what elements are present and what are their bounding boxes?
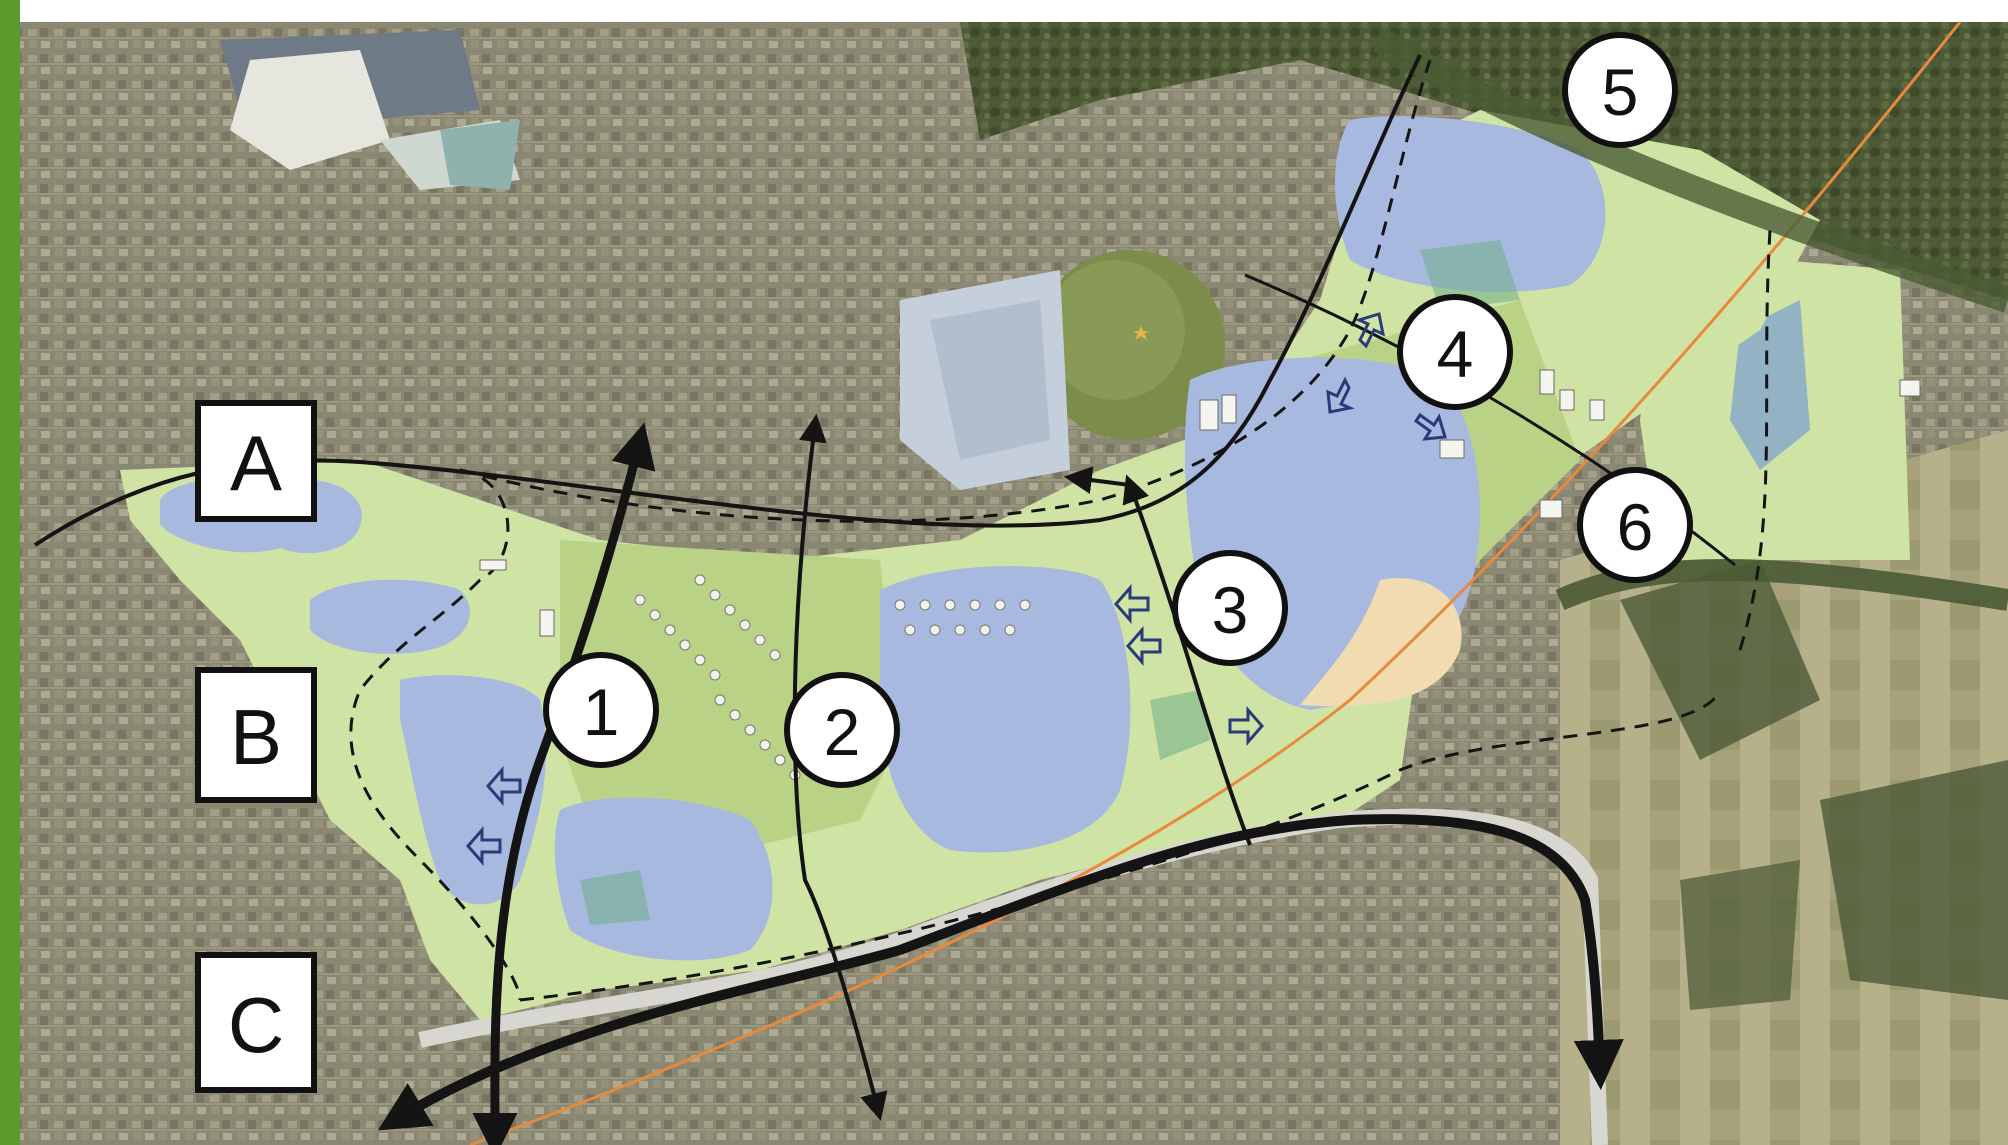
zone-label-c-text: C [228, 981, 284, 1069]
marker-5-text: 5 [1602, 55, 1639, 129]
zone-label-a[interactable]: A [195, 400, 317, 522]
marker-2[interactable]: 2 [784, 672, 900, 788]
marker-2-text: 2 [824, 695, 861, 769]
frame-accent-bar [0, 0, 20, 1145]
marker-3[interactable]: 3 [1172, 550, 1288, 666]
marker-3-text: 3 [1212, 573, 1249, 647]
zone-label-a-text: A [230, 419, 282, 507]
route-2-arrow [792, 413, 888, 1121]
access-arrows [466, 312, 1447, 866]
buildings [479, 369, 1921, 637]
route-c-arrow [377, 814, 1624, 1131]
zone-label-b-text: B [230, 693, 282, 781]
marker-6[interactable]: 6 [1577, 467, 1693, 583]
route-1-arrow [472, 422, 656, 1145]
marker-1-text: 1 [583, 675, 620, 749]
route-3-arrow [1122, 474, 1252, 846]
zone-label-b[interactable]: B [195, 667, 317, 803]
marker-5[interactable]: 5 [1562, 32, 1678, 148]
campsite-dots [634, 574, 1031, 781]
zone-label-c[interactable]: C [195, 952, 317, 1093]
marker-4-text: 4 [1437, 317, 1474, 391]
marker-6-text: 6 [1617, 490, 1654, 564]
route-3-branch-arrow [1063, 466, 1131, 495]
marker-1[interactable]: 1 [543, 652, 659, 768]
forest-corridor [1555, 559, 2008, 611]
marker-4[interactable]: 4 [1397, 294, 1513, 410]
